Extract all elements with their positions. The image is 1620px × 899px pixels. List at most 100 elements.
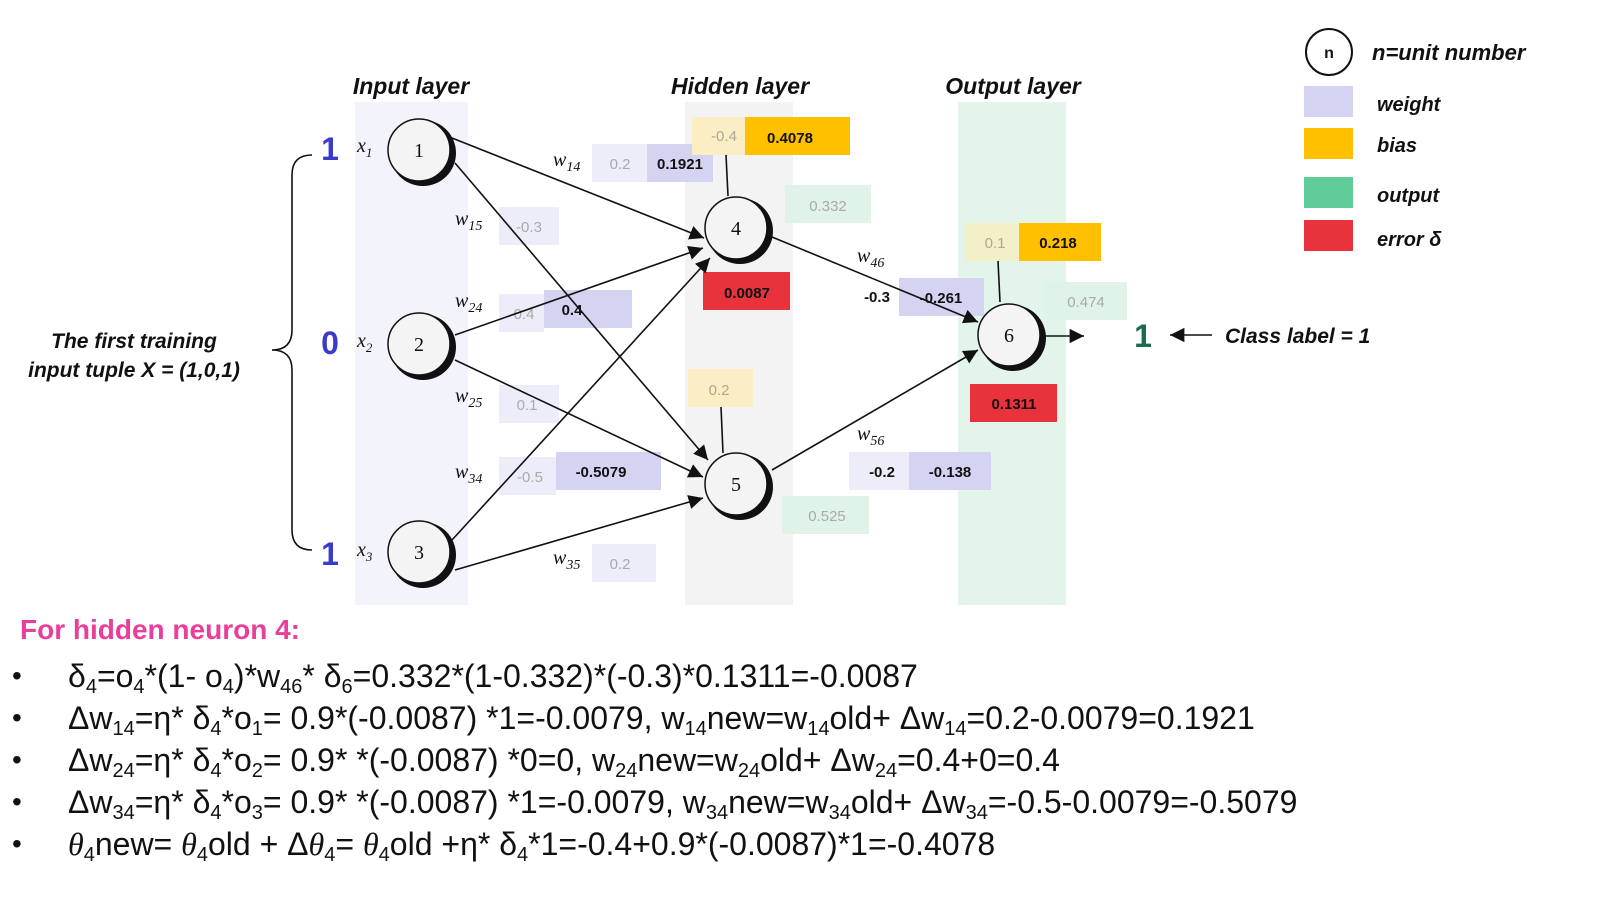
- w34-old-value: -0.5: [517, 469, 543, 486]
- unit-4-number: 4: [731, 218, 741, 240]
- b6-new-box: [1019, 223, 1101, 261]
- unit-4: [704, 196, 768, 260]
- o6-value: 0.474: [1067, 294, 1105, 311]
- input-layer-title: Input layer: [353, 73, 470, 99]
- hidden-layer-band: [685, 102, 793, 605]
- e6-value: 0.1311: [991, 396, 1036, 413]
- tuple-label-line2: input tuple X = (1,0,1): [28, 359, 240, 382]
- equation-delta4: δ4=o4*(1- o4)*w46* δ6=0.332*(1-0.332)*(-…: [12, 655, 1297, 698]
- w14-label: w14: [553, 149, 580, 175]
- w14-old-box: [592, 144, 647, 182]
- w56-label: w56: [857, 423, 884, 449]
- e4-value: 0.0087: [724, 285, 770, 302]
- o4-box: [785, 185, 871, 223]
- w46-new-value: -0.261: [920, 290, 963, 307]
- bias-stem-4: [725, 154, 729, 197]
- unit-5-number: 5: [731, 474, 741, 496]
- w35-old-box: [592, 544, 656, 582]
- w25-old-value: 0.1: [517, 397, 538, 414]
- b4-new-value: 0.4078: [767, 130, 813, 147]
- o5-value: 0.525: [808, 508, 846, 525]
- w34-old-box: [499, 457, 556, 495]
- bias-stem-6: [997, 260, 1001, 303]
- equation-dw14: Δw14=η* δ4*o1= 0.9*(-0.0087) *1=-0.0079,…: [12, 697, 1297, 740]
- w34-new-value: -0.5079: [576, 464, 627, 481]
- w24-old-value: 0.4: [514, 306, 535, 323]
- w35-old-value: 0.2: [610, 556, 631, 573]
- w46-new-box: [899, 278, 984, 316]
- x3-label: x3: [356, 539, 373, 564]
- b4-new-box: [745, 117, 850, 155]
- class-label-text: Class label = 1: [1225, 325, 1370, 348]
- w34-label: w34: [455, 461, 482, 487]
- tuple-brace: [271, 154, 313, 551]
- w46-label: w46: [857, 245, 884, 271]
- b5-value: 0.2: [709, 382, 730, 399]
- w24-label: w24: [455, 290, 482, 316]
- w56-old-value: -0.2: [869, 464, 895, 481]
- legend-error-label: error δ: [1377, 229, 1442, 251]
- output-layer-title: Output layer: [945, 73, 1082, 99]
- equation-theta4: θ4new= θ4old + Δθ4= θ4old +η* δ4*1=-0.4+…: [12, 823, 1297, 866]
- legend: n n=unit number weight bias output error…: [1304, 28, 1527, 251]
- equation-dw34: Δw34=η* δ4*o3= 0.9* *(-0.0087) *1=-0.007…: [12, 781, 1297, 824]
- edge-1-4: [451, 137, 705, 240]
- unit-5: [704, 452, 768, 516]
- legend-output-swatch: [1304, 177, 1353, 208]
- hidden-layer-title: Hidden layer: [671, 73, 810, 99]
- unit-2: [387, 312, 451, 376]
- edge-4-6: [771, 236, 979, 324]
- unit-3: [387, 520, 451, 584]
- edge-2-4: [454, 245, 704, 336]
- w25-label: w25: [455, 385, 482, 411]
- neural-network-diagram: Input layer Hidden layer Output layer n …: [28, 28, 1527, 605]
- tuple-label-line1: The first training: [51, 330, 217, 353]
- w46-old-value: -0.3: [864, 289, 890, 306]
- legend-weight-label: weight: [1377, 94, 1442, 116]
- edge-3-5: [454, 495, 704, 571]
- equation-list: δ4=o4*(1- o4)*w46* δ6=0.332*(1-0.332)*(-…: [12, 655, 1297, 866]
- bias-stem-5: [720, 406, 724, 454]
- legend-weight-swatch: [1304, 86, 1353, 117]
- b4-old-value: -0.4: [711, 128, 737, 145]
- b4-old-box: [692, 117, 745, 155]
- unit-6-number: 6: [1004, 325, 1014, 347]
- w15-old-value: -0.3: [516, 219, 542, 236]
- legend-node-label: n=unit number: [1372, 40, 1527, 65]
- class-value: 1: [1134, 318, 1152, 354]
- w56-old-box: [849, 452, 909, 490]
- o4-value: 0.332: [809, 198, 847, 215]
- w24-new-box: [544, 290, 632, 328]
- w14-new-value: 0.1921: [657, 156, 703, 173]
- w35-label: w35: [553, 547, 580, 573]
- legend-node-letter: n: [1324, 45, 1334, 62]
- w56-new-value: -0.138: [929, 464, 972, 481]
- b6-new-value: 0.218: [1039, 235, 1077, 252]
- w56-new-box: [909, 452, 991, 490]
- x1-label: x1: [356, 135, 372, 160]
- legend-bias-label: bias: [1377, 135, 1417, 157]
- legend-bias-swatch: [1304, 128, 1353, 159]
- w14-old-value: 0.2: [610, 156, 631, 173]
- e4-box: [703, 272, 790, 310]
- edge-1-5: [454, 162, 709, 461]
- w46-old-box: [849, 278, 899, 316]
- unit-6: [977, 303, 1041, 367]
- w34-new-box: [556, 452, 661, 490]
- b6-old-value: 0.1: [985, 235, 1006, 252]
- equation-dw24: Δw24=η* δ4*o2= 0.9* *(-0.0087) *0=0, w24…: [12, 739, 1297, 782]
- unit-1: [387, 118, 451, 182]
- b6-old-box: [965, 223, 1019, 261]
- e6-box: [970, 384, 1057, 422]
- b5-box: [688, 369, 753, 407]
- o5-box: [782, 496, 869, 534]
- unit-3-number: 3: [414, 542, 424, 564]
- edge-3-4: [451, 257, 711, 541]
- section-title: For hidden neuron 4:: [20, 614, 300, 645]
- edge-2-5: [454, 359, 704, 478]
- legend-node-symbol: [1305, 28, 1353, 76]
- edge-5-6: [771, 349, 979, 471]
- input-value-x1: 1: [321, 131, 339, 167]
- input-value-x3: 1: [321, 536, 339, 572]
- unit-1-number: 1: [414, 140, 424, 162]
